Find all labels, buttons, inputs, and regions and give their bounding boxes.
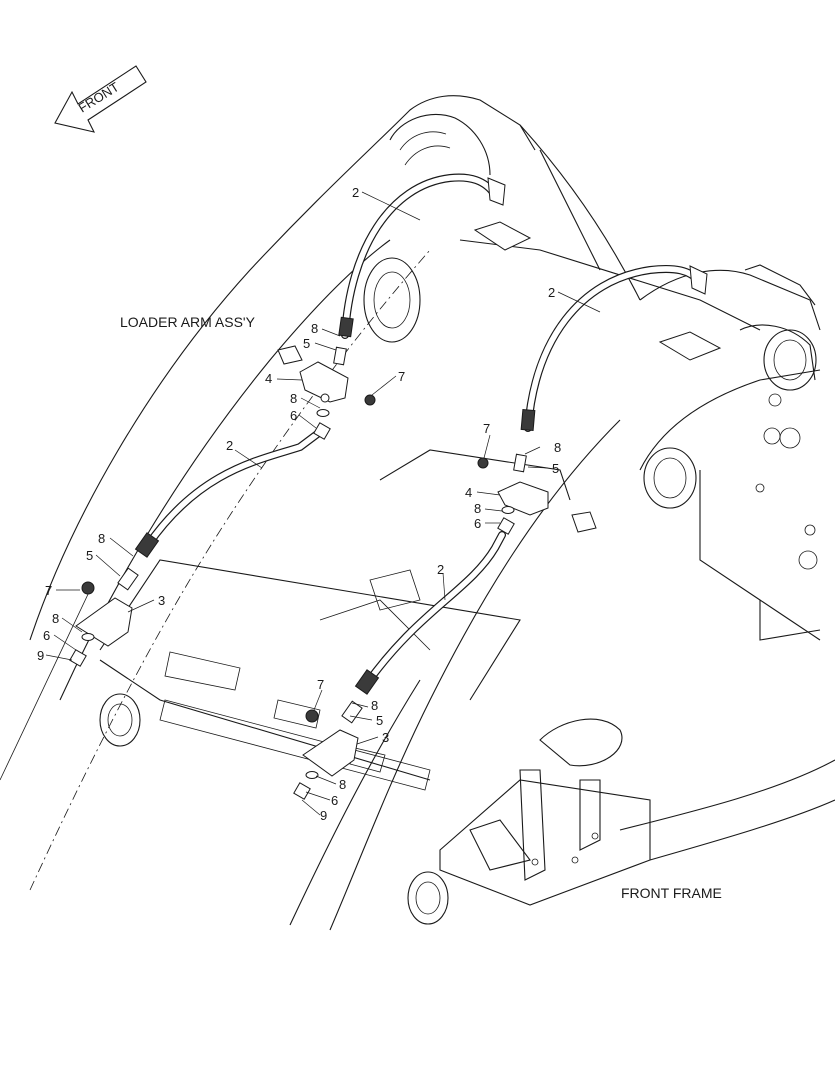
leader-lines (45, 191, 601, 816)
hose-lower-left (134, 428, 324, 558)
callout-8: 8 (554, 440, 561, 455)
callout-7: 7 (45, 583, 52, 598)
callout-6: 6 (331, 793, 338, 808)
callout-4: 4 (465, 485, 472, 500)
front-arrow-label: FRONT (76, 79, 122, 115)
callout-2: 2 (226, 438, 233, 453)
callout-8: 8 (290, 391, 297, 406)
hose-upper-right (520, 264, 708, 432)
callout-3: 3 (158, 593, 165, 608)
hose-upper-left (338, 173, 506, 339)
callout-5: 5 (86, 548, 93, 563)
callout-8: 8 (371, 698, 378, 713)
callout-labels: 2 2 2 2 3 3 4 4 5 5 5 5 6 6 6 6 7 7 7 7 … (37, 185, 561, 823)
callout-5: 5 (376, 713, 383, 728)
fittings (69, 221, 722, 800)
front-direction-arrow-icon: FRONT (54, 65, 147, 133)
callout-2: 2 (437, 562, 444, 577)
loader-arm-caption: LOADER ARM ASS'Y (120, 314, 256, 330)
callout-2: 2 (548, 285, 555, 300)
loader-arm-structure (0, 95, 821, 931)
callout-6: 6 (43, 628, 50, 643)
front-frame-structure (439, 718, 835, 906)
callout-3: 3 (382, 730, 389, 745)
callout-9: 9 (320, 808, 327, 823)
callout-8: 8 (98, 531, 105, 546)
callout-6: 6 (290, 408, 297, 423)
callout-6: 6 (474, 516, 481, 531)
callout-8: 8 (339, 777, 346, 792)
callout-5: 5 (552, 461, 559, 476)
hose-lower-right (354, 531, 506, 695)
callout-7: 7 (317, 677, 324, 692)
callout-8: 8 (474, 501, 481, 516)
callout-4: 4 (265, 371, 272, 386)
callout-8: 8 (52, 611, 59, 626)
front-frame-caption: FRONT FRAME (621, 885, 722, 901)
callout-9: 9 (37, 648, 44, 663)
callout-7: 7 (398, 369, 405, 384)
callout-2: 2 (352, 185, 359, 200)
callout-7: 7 (483, 421, 490, 436)
callout-8: 8 (311, 321, 318, 336)
callout-5: 5 (303, 336, 310, 351)
